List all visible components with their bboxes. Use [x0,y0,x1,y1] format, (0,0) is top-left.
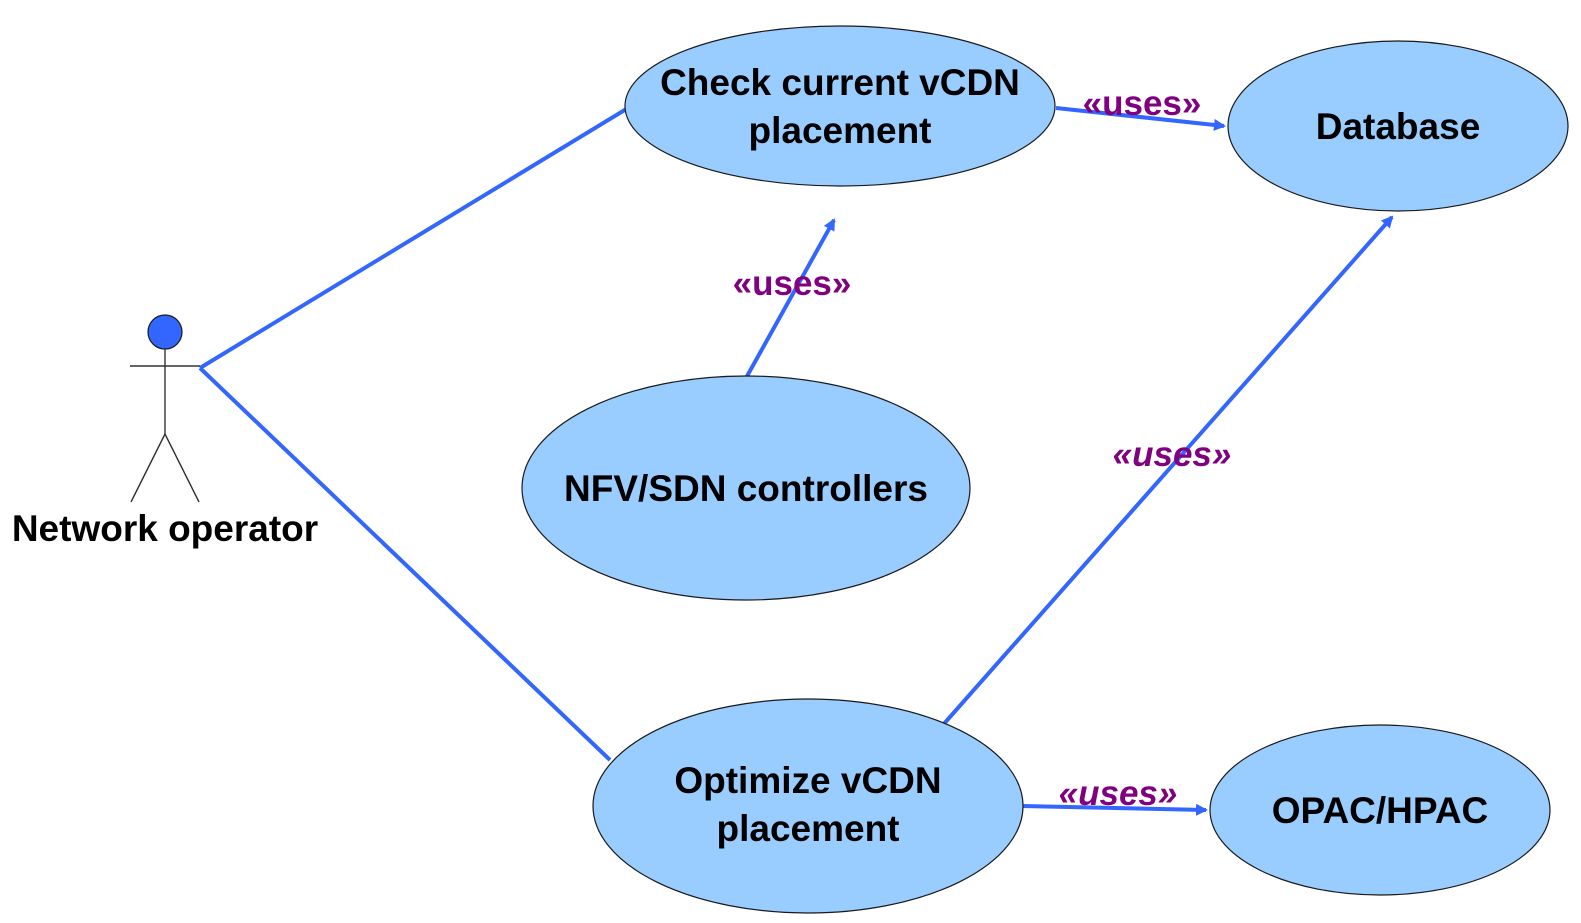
uses-label-check-database: «uses» [1083,84,1202,123]
use-case-optimize-placement: Optimize vCDN placement [592,698,1024,914]
optimize-to-database-dependency [940,215,1394,728]
actor-to-optimize-association [198,366,612,762]
optimize-to-opac-dependency [1021,803,1208,816]
optimize-placement-ellipse [592,698,1024,914]
opac-hpac-label: OPAC/HPAC [1272,790,1489,831]
optimize-placement-label-line2: placement [716,808,899,849]
controllers-ellipse [521,375,971,601]
actor-left-leg [130,433,166,503]
actor-to-check-association [198,106,630,370]
use-case-database: Database [1227,40,1569,212]
uses-label-optimize-database: «uses» [1113,435,1232,474]
actor-head-icon [147,314,183,350]
controllers-to-check-dependency [744,218,836,379]
check-placement-ellipse [624,25,1056,187]
actor-network-operator: Network operator [12,314,318,549]
check-placement-label-line2: placement [748,110,931,151]
use-case-check-placement: Check current vCDN placement [624,25,1056,187]
uses-label-controllers-check: «uses» [733,264,852,303]
opac-hpac-ellipse [1209,724,1551,896]
uses-label-optimize-opac: «uses» [1059,774,1178,813]
use-case-opac-hpac: OPAC/HPAC [1209,724,1551,896]
actor-label: Network operator [12,508,318,549]
actor-right-leg [164,433,200,503]
check-to-database-dependency [1055,106,1226,131]
database-label: Database [1316,106,1481,147]
database-ellipse [1227,40,1569,212]
optimize-placement-label-line1: Optimize vCDN [674,760,941,801]
check-placement-label-line1: Check current vCDN [660,62,1020,103]
controllers-label: NFV/SDN controllers [564,468,928,509]
use-case-nfv-sdn-controllers: NFV/SDN controllers [521,375,971,601]
